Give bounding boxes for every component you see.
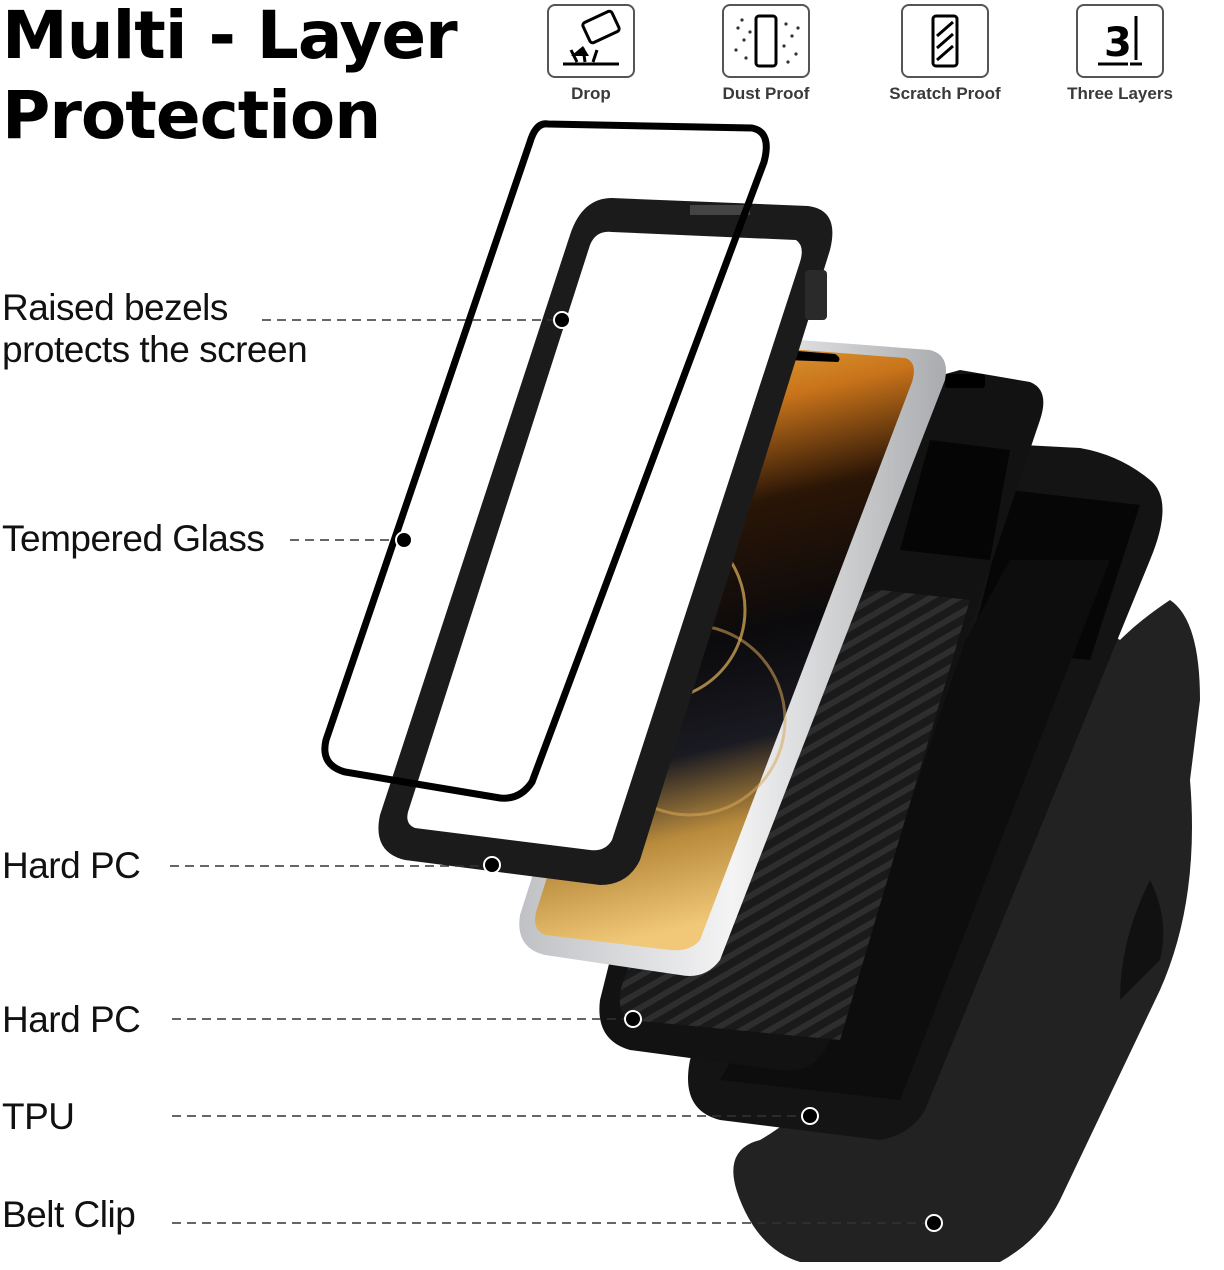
- three-layers-icon-text: 3: [1104, 20, 1132, 66]
- callout-raised-bezels-line1: Raised bezels: [2, 287, 228, 328]
- feature-drop: Drop: [531, 4, 651, 104]
- callout-dots: [395, 311, 943, 1232]
- dust-proof-icon: [722, 4, 810, 78]
- callout-hard-pc-front: Hard PC: [2, 845, 141, 886]
- callout-hard-pc-back: Hard PC: [2, 999, 141, 1040]
- title-line-1: Multi - Layer: [2, 0, 458, 74]
- feature-label: Scratch Proof: [889, 84, 1001, 103]
- feature-label: Dust Proof: [722, 84, 810, 103]
- feature-label: Drop: [571, 84, 611, 103]
- feature-three-layers: 3 Three Layers: [1060, 4, 1180, 104]
- title-line-2: Protection: [2, 77, 381, 154]
- callout-raised-bezels: Raised bezels protects the screen: [2, 287, 308, 371]
- callout-leaders: [170, 319, 932, 1224]
- drop-icon: [547, 4, 635, 78]
- callout-tpu: TPU: [2, 1096, 75, 1137]
- scratch-proof-icon: [901, 4, 989, 78]
- callout-raised-bezels-line2: protects the screen: [2, 329, 308, 370]
- page-title: Multi - Layer Protection: [2, 0, 458, 156]
- callout-tempered-glass: Tempered Glass: [2, 518, 265, 559]
- feature-label: Three Layers: [1067, 84, 1173, 103]
- feature-dust-proof: Dust Proof: [706, 4, 826, 104]
- feature-scratch-proof: Scratch Proof: [885, 4, 1005, 104]
- tempered-glass-shape: [321, 120, 770, 802]
- hard-pc-front-frame-shape: [378, 198, 833, 885]
- callout-belt-clip: Belt Clip: [2, 1194, 136, 1235]
- three-layers-icon: 3: [1076, 4, 1164, 78]
